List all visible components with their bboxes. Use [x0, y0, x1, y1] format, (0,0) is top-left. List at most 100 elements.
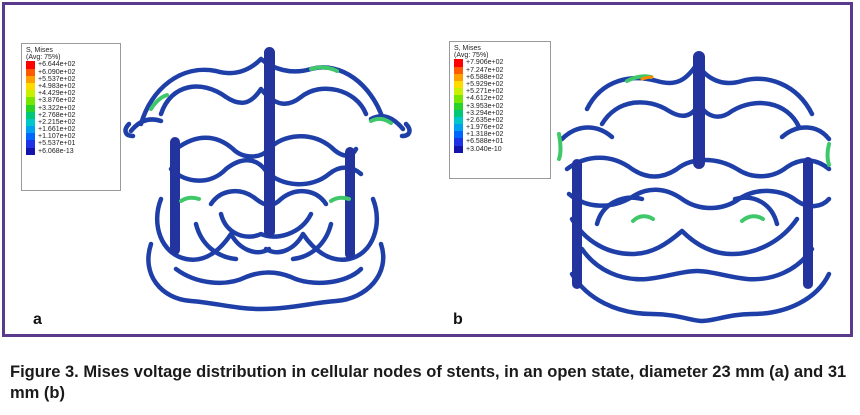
legend-value: +3.294e+02: [466, 109, 504, 117]
legend-entry: +6.090e+02: [26, 68, 116, 76]
legend-entry: +3.040e-10: [454, 145, 546, 153]
legend-subtitle: (Avg: 75%): [454, 52, 489, 60]
legend-entry: +5.929e+02: [454, 80, 546, 89]
legend-entry: +4.983e+02: [26, 82, 116, 91]
legend-entry: +3.322e+02: [26, 104, 116, 112]
commissural-post-center: [693, 51, 705, 169]
figure-caption: Figure 3. Mises voltage distribution in …: [10, 363, 847, 402]
legend-swatch: [26, 147, 35, 155]
legend-value: +3.953e+02: [466, 102, 504, 110]
legend-swatch: [26, 118, 35, 127]
legend-value: +2.635e+02: [466, 116, 504, 124]
legend-value: +6.644e+02: [38, 61, 76, 69]
legend-swatch: [454, 95, 463, 103]
legend-value: +2.215e+02: [38, 118, 76, 126]
stent-model-b: [557, 51, 832, 324]
legend-swatch: [454, 88, 463, 96]
legend-entry: +6.588e+01: [454, 138, 546, 146]
legend-entry: +1.976e+02: [454, 124, 546, 132]
legend-entry: +4.429e+02: [26, 90, 116, 98]
legend-value: +3.322e+02: [38, 104, 76, 112]
legend-entry: +7.906e+02: [454, 59, 546, 67]
legend-value: +4.612e+02: [466, 95, 504, 103]
legend-value: +6.090e+02: [38, 68, 76, 76]
legend-swatch: [26, 140, 35, 148]
legend-swatch: [454, 116, 463, 125]
legend-entry: +5.537e+02: [26, 75, 116, 83]
legend-swatch: [26, 68, 35, 76]
legend-subtitle: (Avg: 75%): [26, 54, 61, 62]
legend-swatch: [26, 111, 35, 119]
legend-value: +5.537e+01: [38, 140, 76, 148]
legend-swatch: [454, 145, 463, 153]
legend-entry: +3.294e+02: [454, 109, 546, 117]
legend-value: +3.040e-10: [466, 145, 502, 153]
legend-entry: +2.768e+02: [26, 111, 116, 119]
legend-swatch: [26, 82, 35, 91]
panel-label-b: b: [453, 311, 463, 328]
figure-frame: S, Mises (Avg: 75%) +6.644e+02+6.090e+02…: [2, 2, 853, 337]
legend-swatch: [26, 90, 35, 98]
legend-swatch: [26, 97, 35, 105]
legend-value: +5.537e+02: [38, 75, 76, 83]
legend-swatch: [26, 104, 35, 112]
color-legend-b: S, Mises (Avg: 75%) +7.906e+02+7.247e+02…: [449, 41, 551, 179]
legend-swatch: [454, 66, 463, 74]
commissural-post-left: [572, 159, 582, 289]
stent-model-a: [123, 47, 412, 312]
legend-swatch: [454, 80, 463, 89]
commissural-post-left: [170, 137, 180, 255]
legend-entry: +6.588e+02: [454, 73, 546, 81]
legend-swatch: [454, 109, 463, 117]
legend-entry: +2.215e+02: [26, 118, 116, 127]
legend-entry: +3.953e+02: [454, 102, 546, 110]
legend-value: +4.429e+02: [38, 90, 76, 98]
legend-entry: +6.068e-13: [26, 147, 116, 155]
legend-value: +6.588e+01: [466, 138, 504, 146]
legend-swatch: [454, 131, 463, 139]
legend-swatch: [26, 75, 35, 83]
legend-title: S, Mises: [454, 45, 481, 52]
panel-label-a: a: [33, 311, 42, 328]
panel-b: S, Mises (Avg: 75%) +7.906e+02+7.247e+02…: [437, 9, 849, 334]
legend-value: +6.588e+02: [466, 73, 504, 81]
legend-title: S, Mises: [26, 47, 53, 54]
legend-value: +1.661e+02: [38, 126, 76, 134]
legend-entry: +4.612e+02: [454, 95, 546, 103]
color-legend-a: S, Mises (Avg: 75%) +6.644e+02+6.090e+02…: [21, 43, 121, 191]
legend-value: +1.107e+02: [38, 133, 76, 141]
legend-entry: +5.537e+01: [26, 140, 116, 148]
legend-rows: +6.644e+02+6.090e+02+5.537e+02+4.983e+02…: [26, 61, 116, 155]
panel-a: S, Mises (Avg: 75%) +6.644e+02+6.090e+02…: [11, 9, 433, 334]
legend-value: +1.976e+02: [466, 124, 504, 132]
legend-entry: +6.644e+02: [26, 61, 116, 69]
commissural-post-right: [803, 157, 813, 289]
legend-rows: +7.906e+02+7.247e+02+6.588e+02+5.929e+02…: [454, 59, 546, 153]
legend-swatch: [26, 133, 35, 141]
legend-swatch: [454, 102, 463, 110]
commissural-post-center: [264, 47, 275, 237]
legend-value: +2.768e+02: [38, 111, 76, 119]
legend-entry: +7.247e+02: [454, 66, 546, 74]
legend-value: +7.247e+02: [466, 66, 504, 74]
legend-swatch: [454, 59, 463, 67]
legend-value: +3.876e+02: [38, 97, 76, 105]
legend-value: +1.318e+02: [466, 131, 504, 139]
legend-entry: +1.318e+02: [454, 131, 546, 139]
legend-entry: +1.661e+02: [26, 126, 116, 134]
legend-entry: +3.876e+02: [26, 97, 116, 105]
legend-value: +7.906e+02: [466, 59, 504, 67]
legend-value: +6.068e-13: [38, 147, 74, 155]
legend-swatch: [454, 124, 463, 132]
legend-swatch: [454, 138, 463, 146]
legend-swatch: [26, 126, 35, 134]
legend-value: +5.271e+02: [466, 88, 504, 96]
commissural-post-right: [345, 147, 355, 259]
legend-entry: +1.107e+02: [26, 133, 116, 141]
legend-entry: +5.271e+02: [454, 88, 546, 96]
legend-swatch: [26, 61, 35, 69]
legend-value: +4.983e+02: [38, 82, 76, 90]
legend-entry: +2.635e+02: [454, 116, 546, 125]
legend-value: +5.929e+02: [466, 80, 504, 88]
legend-swatch: [454, 73, 463, 81]
